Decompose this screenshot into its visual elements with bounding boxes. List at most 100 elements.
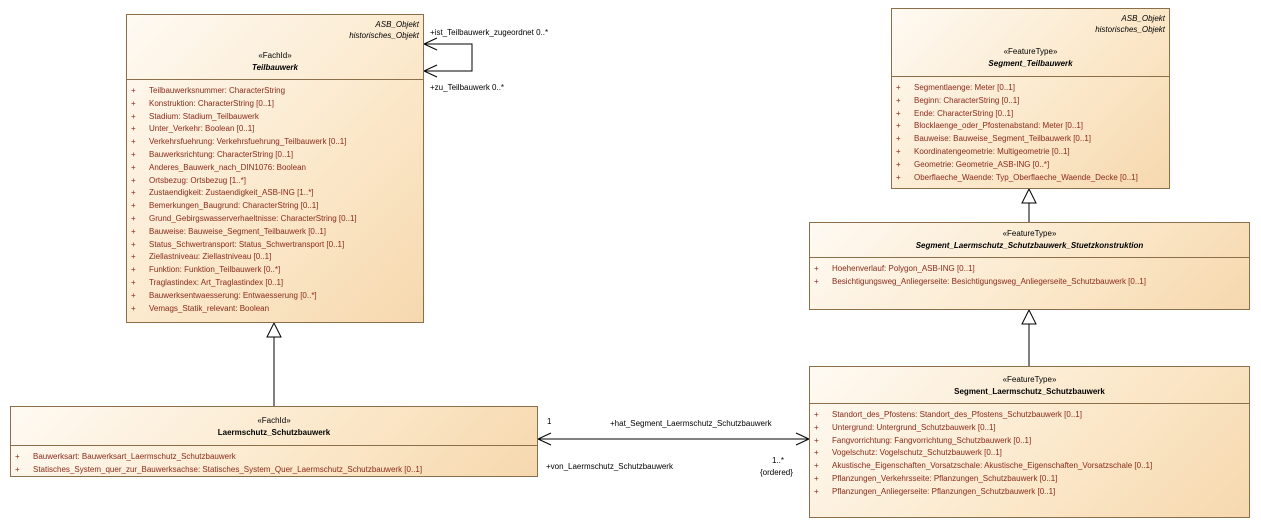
visibility-public-marker: + <box>814 448 819 458</box>
attribute-row[interactable]: + Stadium: Stadium_Teilbauwerk <box>131 111 423 124</box>
visibility-public-marker: + <box>896 134 901 144</box>
attribute-text: Grund_Gebirgswasserverhaeltnisse: Charac… <box>149 213 357 223</box>
attribute-row[interactable]: + Ziellastniveau: Ziellastniveau [0..1] <box>131 251 423 264</box>
class-stereotype: «FeatureType» <box>1002 375 1057 384</box>
attribute-row[interactable]: +Statisches_System_quer_zur_Bauwerksachs… <box>15 464 537 477</box>
attribute-text: Pflanzungen_Verkehrsseite: Pflanzungen_S… <box>832 473 1058 483</box>
attribute-row[interactable]: +Oberflaeche_Waende: Typ_Oberflaeche_Wae… <box>896 172 1169 185</box>
visibility-public-marker: + <box>814 422 819 432</box>
attribute-text: Untergrund: Untergrund_Schutzbauwerk [0.… <box>832 422 996 432</box>
attribute-row[interactable]: +Pflanzungen_Anliegerseite: Pflanzungen_… <box>814 486 1249 499</box>
attribute-list: +Standort_des_Pfostens: Standort_des_Pfo… <box>810 404 1249 499</box>
attribute-row[interactable]: +Status_Schwertransport: Status_Schwertr… <box>131 239 423 252</box>
attribute-text: Bauweise: Bauweise_Segment_Teilbauwerk [… <box>149 226 326 236</box>
tag-asb-objekt: ASB_Objekt <box>1121 14 1165 23</box>
visibility-public-marker: + <box>896 83 901 92</box>
class-name: Teilbauwerk <box>252 63 298 72</box>
attribute-row[interactable]: +Vemags_Statik_relevant: Boolean <box>131 303 423 316</box>
visibility-public-marker: + <box>131 201 136 211</box>
attribute-row[interactable]: +Unter_Verkehr: Boolean [0..1] <box>131 123 423 136</box>
attribute-text: Besichtigungsweg_Anliegerseite: Besichti… <box>832 276 1146 286</box>
attribute-row[interactable]: +Bauwerksentwaesserung: Entwaesserung [0… <box>131 290 423 303</box>
class-stereotype: «FachId» <box>257 416 291 425</box>
attribute-row[interactable]: +Anderes_Bauwerk_nach_DIN1076: Boolean <box>131 162 423 175</box>
attribute-row[interactable]: +Teilbauwerksnummer: CharacterString <box>131 85 423 98</box>
attribute-row[interactable]: +Bauweise: Bauweise_Segment_Teilbauwerk … <box>131 226 423 239</box>
attribute-text: Verkehrsfuehrung: Verkehrsfuehrung_Teilb… <box>149 137 347 147</box>
self-association-line[interactable] <box>424 43 473 72</box>
attribute-text: Vogelschutz: Vogelschutz_Schutzbauwerk [… <box>832 448 1002 458</box>
self-association-role-in: +zu_Teilbauwerk 0..* <box>430 83 505 92</box>
visibility-public-marker: + <box>15 452 20 461</box>
visibility-public-marker: + <box>131 252 136 262</box>
class-stereotype: «FeatureType» <box>1003 47 1058 56</box>
attribute-row[interactable]: +Besichtigungsweg_Anliegerseite: Besicht… <box>814 276 1249 289</box>
attribute-row[interactable]: + Verkehrsfuehrung: Verkehrsfuehrung_Teil… <box>131 136 423 149</box>
class-laermschutz-schutzbauwerk[interactable]: «FachId» Laermschutz_Schutzbauwerk +Bauw… <box>10 406 538 477</box>
segment-association-role-target: +hat_Segment_Laermschutz_Schutzbauwerk <box>610 419 772 428</box>
attribute-row[interactable]: +Traglastindex: Art_Traglastindex [0..1] <box>131 277 423 290</box>
attribute-row[interactable]: +Pflanzungen_Verkehrsseite: Pflanzungen_… <box>814 473 1249 486</box>
attribute-row[interactable]: +Konstruktion: CharacterString [0..1] <box>131 98 423 111</box>
visibility-public-marker: + <box>814 435 819 445</box>
class-segment-teilbauwerk[interactable]: ASB_Objekt historisches_Objekt «FeatureT… <box>891 8 1170 189</box>
attribute-row[interactable]: +Beginn: CharacterString [0..1] <box>896 95 1169 108</box>
attribute-text: Ende: CharacterString [0..1] <box>914 108 1014 118</box>
class-name: Segment_Laermschutz_Schutzbauwerk <box>954 387 1105 396</box>
visibility-public-marker: + <box>131 86 136 95</box>
class-stereotype: «FachId» <box>258 51 292 60</box>
visibility-public-marker: + <box>131 149 136 159</box>
class-segment-laermschutz-schutzbauwerk[interactable]: «FeatureType» Segment_Laermschutz_Schutz… <box>809 366 1250 518</box>
self-association-role-out: +ist_Teilbauwerk_zugeordnet 0..* <box>430 28 549 37</box>
attribute-row[interactable]: +Blocklaenge_oder_Pfostenabstand: Meter … <box>896 120 1169 133</box>
class-header: «FeatureType» Segment_Laermschutz_Schutz… <box>810 367 1249 404</box>
attribute-row[interactable]: +Koordinatengeometrie: Multigeometrie [0… <box>896 146 1169 159</box>
generalization-arrow-segment-stuetz <box>1021 308 1037 325</box>
visibility-public-marker: + <box>814 486 819 496</box>
attribute-row[interactable]: +Bauwerksart: Bauwerksart_Laermschutz_Sc… <box>15 451 537 464</box>
attribute-list: +Teilbauwerksnummer: CharacterString+Kon… <box>127 80 423 315</box>
attribute-text: Bauwerksrichtung: CharacterString [0..1] <box>149 149 294 159</box>
visibility-public-marker: + <box>131 303 136 313</box>
attribute-text: Ortsbezug: Ortsbezug [1..*] <box>149 175 246 185</box>
segment-association-constraint: {ordered} <box>760 468 793 477</box>
attribute-list: +Bauwerksart: Bauwerksart_Laermschutz_Sc… <box>11 446 537 477</box>
visibility-public-marker: + <box>896 108 901 118</box>
attribute-text: Ziellastniveau: Ziellastniveau [0..1] <box>149 252 272 262</box>
tag-historisches-objekt: historisches_Objekt <box>1095 25 1165 34</box>
visibility-public-marker: + <box>131 175 136 185</box>
attribute-row[interactable]: +Geometrie: Geometrie_ASB-ING [0..*] <box>896 159 1169 172</box>
class-tags: ASB_Objekt historisches_Objekt <box>349 19 419 41</box>
attribute-row[interactable]: +Segmentlaenge: Meter [0..1] <box>896 82 1169 95</box>
attribute-list: +Hoehenverlauf: Polygon_ASB-ING [0..1]+B… <box>810 258 1249 289</box>
attribute-row[interactable]: + Untergrund: Untergrund_Schutzbauwerk [0… <box>814 422 1249 435</box>
visibility-public-marker: + <box>131 111 136 121</box>
attribute-row[interactable]: + Vogelschutz: Vogelschutz_Schutzbauwerk … <box>814 447 1249 460</box>
attribute-text: Statisches_System_quer_zur_Bauwerksachse… <box>33 464 423 474</box>
attribute-row[interactable]: +Grund_Gebirgswasserverhaeltnisse: Chara… <box>131 213 423 226</box>
attribute-row[interactable]: + Bauwerksrichtung: CharacterString [0..1… <box>131 149 423 162</box>
attribute-row[interactable]: +Akustische_Eigenschaften_Vorsatzschale:… <box>814 460 1249 473</box>
segment-association-multiplicity-source: 1 <box>547 417 552 426</box>
attribute-text: Stadium: Stadium_Teilbauwerk <box>149 111 259 121</box>
attribute-text: Akustische_Eigenschaften_Vorsatzschale: … <box>832 461 1153 471</box>
attribute-list: +Segmentlaenge: Meter [0..1]+Beginn: Cha… <box>892 77 1169 184</box>
attribute-row[interactable]: +Fangvorrichtung: Fangvorrichtung_Schutz… <box>814 435 1249 448</box>
class-segment-stuetzkonstruktion[interactable]: «FeatureType» Segment_Laermschutz_Schutz… <box>809 222 1250 310</box>
attribute-row[interactable]: +Hoehenverlauf: Polygon_ASB-ING [0..1] <box>814 263 1249 276</box>
visibility-public-marker: + <box>131 137 136 147</box>
attribute-row[interactable]: + Ortsbezug: Ortsbezug [1..*] <box>131 175 423 188</box>
attribute-text: Status_Schwertransport: Status_Schwertra… <box>149 239 345 249</box>
attribute-row[interactable]: +Standort_des_Pfostens: Standort_des_Pfo… <box>814 409 1249 422</box>
attribute-row[interactable]: +Zustaendigkeit: Zustaendigkeit_ASB-ING … <box>131 187 423 200</box>
attribute-row[interactable]: + Ende: CharacterString [0..1] <box>896 108 1169 121</box>
class-teilbauwerk[interactable]: ASB_Objekt historisches_Objekt «FachId» … <box>126 14 424 323</box>
attribute-row[interactable]: +Funktion: Funktion_Teilbauwerk [0..*] <box>131 264 423 277</box>
attribute-row[interactable]: + Bemerkungen_Baugrund: CharacterString [… <box>131 200 423 213</box>
visibility-public-marker: + <box>896 95 901 105</box>
attribute-text: Funktion: Funktion_Teilbauwerk [0..*] <box>149 265 281 275</box>
attribute-text: Bemerkungen_Baugrund: CharacterString [0… <box>149 201 319 211</box>
attribute-row[interactable]: +Bauweise: Bauweise_Segment_Teilbauwerk … <box>896 133 1169 146</box>
visibility-public-marker: + <box>131 277 136 287</box>
